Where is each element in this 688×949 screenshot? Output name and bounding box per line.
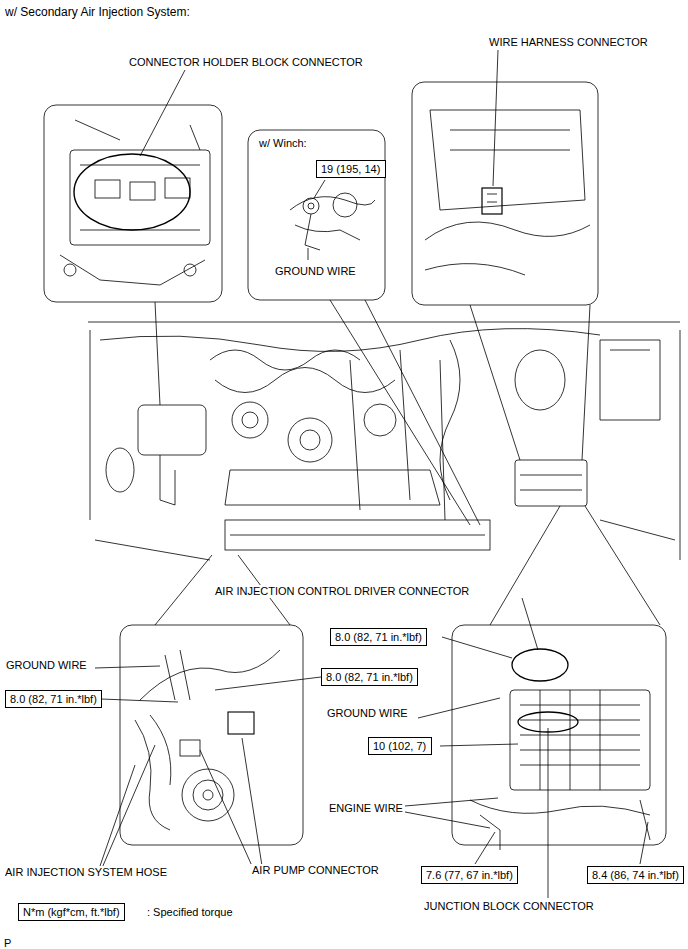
part-label: AIR PUMP CONNECTOR (250, 864, 381, 877)
torque-callout: 8.0 (82, 71 in.*lbf) (5, 690, 102, 708)
torque-value: 10 (102, 7) (373, 740, 426, 752)
part-label: : Specified torque (145, 906, 235, 919)
part-label: ENGINE WIRE (327, 802, 405, 815)
torque-callout: 8.4 (86, 74 in.*lbf) (587, 866, 684, 884)
part-label: GROUND WIRE (4, 659, 89, 672)
torque-value: 8.0 (82, 71 in.*lbf) (10, 693, 97, 705)
part-label: CONNECTOR HOLDER BLOCK CONNECTOR (127, 56, 365, 69)
torque-value: N*m (kgf*cm, ft.*lbf) (23, 906, 120, 918)
torque-callout: 7.6 (77, 67 in.*lbf) (421, 866, 518, 884)
part-label: WIRE HARNESS CONNECTOR (487, 36, 650, 49)
torque-value: 7.6 (77, 67 in.*lbf) (426, 869, 513, 881)
torque-callout: 8.0 (82, 71 in.*lbf) (321, 668, 418, 686)
torque-callout: 8.0 (82, 71 in.*lbf) (330, 628, 427, 646)
torque-value: 19 (195, 14) (321, 163, 380, 175)
part-label: GROUND WIRE (325, 707, 410, 720)
part-label: AIR INJECTION CONTROL DRIVER CONNECTOR (213, 585, 471, 598)
diagram-title: w/ Secondary Air Injection System: (5, 5, 190, 19)
torque-value: 8.4 (86, 74 in.*lbf) (592, 869, 679, 881)
part-label: w/ Winch: (257, 137, 309, 150)
torque-value: 8.0 (82, 71 in.*lbf) (335, 631, 422, 643)
legend-torque-box: N*m (kgf*cm, ft.*lbf) (18, 903, 125, 921)
part-label: JUNCTION BLOCK CONNECTOR (422, 900, 596, 913)
part-label: GROUND WIRE (273, 265, 358, 278)
torque-callout: 10 (102, 7) (368, 737, 432, 755)
part-label: P (2, 937, 13, 949)
torque-value: 8.0 (82, 71 in.*lbf) (326, 671, 413, 683)
torque-callout: 19 (195, 14) (316, 160, 386, 178)
part-label: AIR INJECTION SYSTEM HOSE (3, 866, 169, 879)
